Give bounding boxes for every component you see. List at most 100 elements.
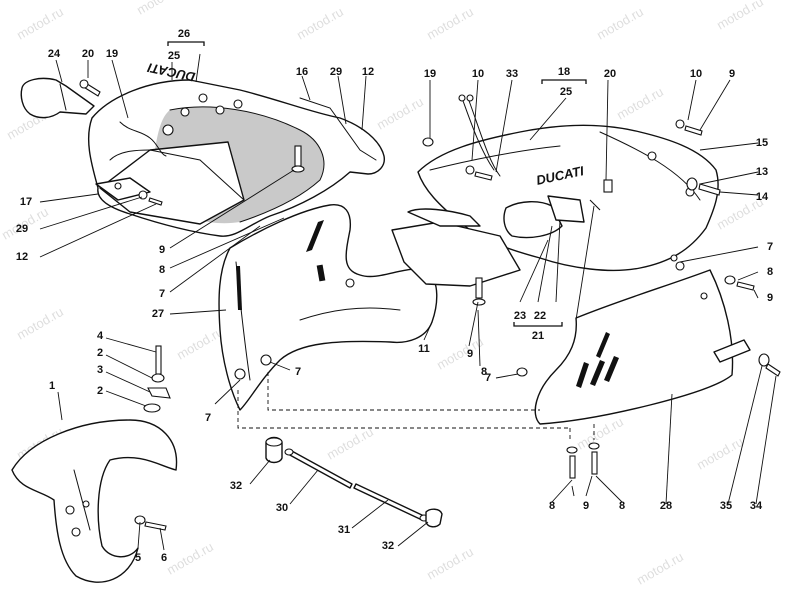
cap-part-32-left [265, 436, 283, 464]
callout-30: 30 [276, 502, 288, 514]
watermark: motod.ru [424, 4, 476, 43]
callout-9: 9 [729, 68, 735, 80]
callout-15: 15 [756, 137, 768, 149]
bolt-part-13-14 [686, 177, 721, 196]
watermark: motod.ru [294, 4, 346, 43]
watermark: motod.ru [594, 4, 646, 43]
watermark: motod.ru [634, 549, 686, 588]
callout-20: 20 [604, 68, 616, 80]
watermark: motod.ru [614, 84, 666, 123]
callout-24: 24 [48, 48, 61, 60]
watermark: motod.ru [174, 324, 226, 363]
callout-3: 3 [97, 364, 103, 376]
reference-lines [237, 372, 595, 442]
callout-33: 33 [506, 68, 518, 80]
bolt-part-8-9-right [670, 254, 755, 291]
callout-7: 7 [485, 372, 491, 384]
watermark: motod.ru [134, 0, 186, 18]
headlight-unit-part-24 [20, 77, 95, 119]
callout-10: 10 [690, 68, 702, 80]
bolt-part-10-right [465, 119, 703, 211]
bolt-part-20 [79, 79, 101, 97]
watermark: motod.ru [164, 539, 216, 578]
callout-31: 31 [338, 524, 350, 536]
grommet-part-19-right [422, 137, 434, 147]
callout-12: 12 [16, 251, 28, 263]
watermark: motod.ru [374, 94, 426, 133]
callout-20: 20 [82, 48, 94, 60]
right-lower-panel-part-28 [534, 261, 751, 425]
bracket-part-17 [95, 177, 151, 201]
callout-9: 9 [467, 348, 473, 360]
callout-7: 7 [159, 288, 165, 300]
callout-21: 21 [532, 330, 544, 342]
wiring-part-19 [119, 121, 174, 157]
bolt-part-9-8-center [472, 277, 486, 306]
callout-10: 10 [472, 68, 484, 80]
callout-9: 9 [583, 500, 589, 512]
callout-16: 16 [296, 66, 308, 78]
callout-28: 28 [660, 500, 672, 512]
clip-parts-2-3-4 [143, 345, 171, 413]
callout-7: 7 [295, 366, 301, 378]
leader-lines [39, 53, 777, 551]
watermark: motod.ru [424, 544, 476, 583]
callout-22: 22 [534, 310, 546, 322]
callout-8: 8 [619, 500, 625, 512]
rod-part-31 [353, 483, 429, 522]
watermark: motod.ru [434, 334, 486, 373]
callout-32: 32 [230, 480, 242, 492]
callout-12: 12 [362, 66, 374, 78]
callout-4: 4 [97, 330, 104, 342]
callout-19: 19 [106, 48, 118, 60]
callout-13: 13 [756, 166, 768, 178]
inner-panel-part-11 [391, 208, 521, 287]
bolt-part-34-35 [758, 353, 781, 377]
bolt-part-8-9-lower [566, 442, 600, 479]
callout-7: 7 [205, 412, 211, 424]
callout-29: 29 [16, 223, 28, 235]
callout-35: 35 [720, 500, 732, 512]
callout-1: 1 [49, 380, 55, 392]
callout-2: 2 [97, 347, 103, 359]
tail-light-part-22 [503, 195, 585, 239]
callout-11: 11 [418, 343, 430, 355]
callout-18: 18 [558, 66, 570, 78]
ducati-logo: DUCATI [146, 60, 197, 85]
watermark: motod.ru [14, 304, 66, 343]
callout-8: 8 [767, 266, 773, 278]
watermark: motod.ru [14, 4, 66, 43]
callout-25: 25 [168, 50, 180, 62]
bolt-part-9-top [291, 145, 305, 173]
cap-part-32-right [425, 508, 443, 528]
callout-23: 23 [514, 310, 526, 322]
callout-34: 34 [750, 500, 763, 512]
inner-side-panel [99, 141, 245, 225]
callout-labels: 26 25 24 20 19 16 29 12 17 29 12 9 8 7 2… [16, 28, 773, 564]
callout-8: 8 [549, 500, 555, 512]
callout-8: 8 [159, 264, 165, 276]
callout-25: 25 [560, 86, 572, 98]
callout-14: 14 [756, 191, 769, 203]
watermark: motod.ru [694, 434, 746, 473]
front-mudguard-part-1 [11, 419, 178, 583]
callout-17: 17 [20, 196, 32, 208]
callout-9: 9 [767, 292, 773, 304]
watermark: motod.ru [714, 0, 766, 33]
callout-6: 6 [161, 552, 167, 564]
callout-9: 9 [159, 244, 165, 256]
callout-32: 32 [382, 540, 394, 552]
callout-29: 29 [330, 66, 342, 78]
grommet-part-7-center [516, 367, 528, 377]
callout-19: 19 [424, 68, 436, 80]
callout-8: 8 [481, 366, 487, 378]
callout-2: 2 [97, 385, 103, 397]
group-brackets [167, 41, 587, 327]
callout-5: 5 [135, 552, 141, 564]
callout-26: 26 [178, 28, 190, 40]
callout-7: 7 [767, 241, 773, 253]
rod-part-30 [284, 448, 353, 489]
callout-27: 27 [152, 308, 164, 320]
